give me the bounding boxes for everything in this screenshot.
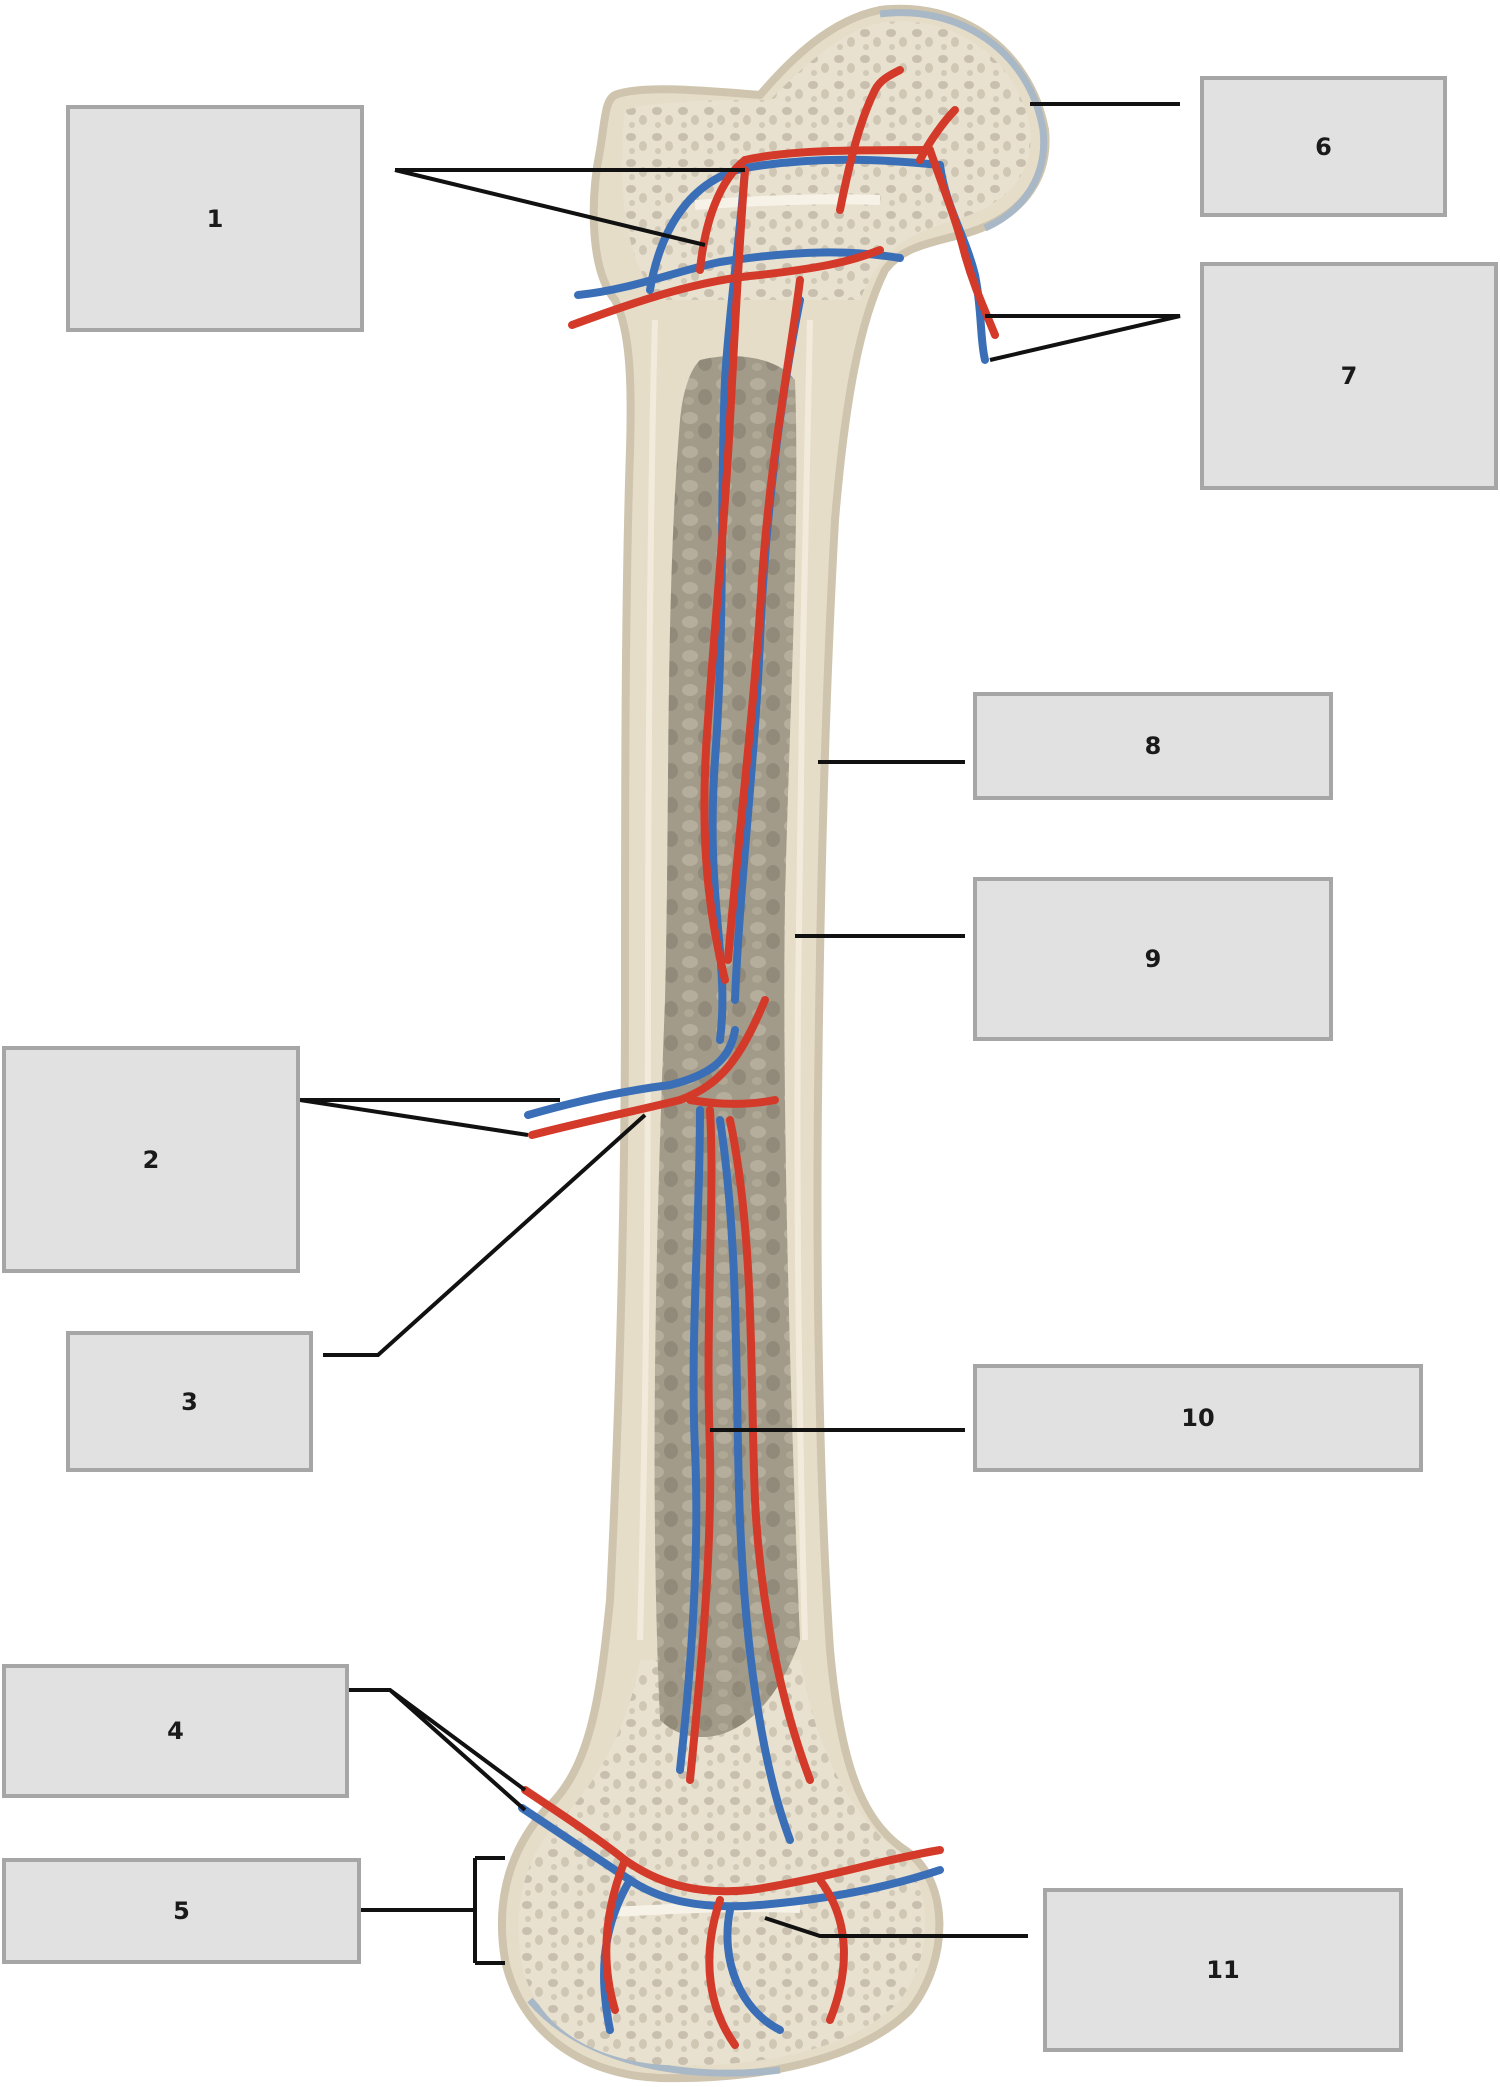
- vein-distal-3: [756, 1866, 944, 1909]
- leader-line-5: [361, 1856, 505, 1965]
- artery-proximal-3: [926, 146, 999, 339]
- artery-shaft-1: [700, 166, 749, 984]
- leader-line-3: [323, 1113, 647, 1357]
- leader-line-1: [394, 168, 745, 247]
- artery-branch-top-1: [836, 66, 904, 214]
- artery-distal-2: [602, 1856, 629, 2014]
- label-box-2[interactable]: 2: [2, 1046, 300, 1273]
- vein-shaft-4: [716, 1116, 794, 1844]
- artery-distal-3: [746, 1846, 944, 1894]
- vein-nutrient: [524, 1026, 739, 1119]
- label-box-6[interactable]: 6: [1200, 76, 1447, 217]
- label-number: 8: [1144, 732, 1162, 760]
- artery-distal-4: [705, 1896, 739, 2049]
- vein-distal-4: [723, 1906, 784, 2034]
- label-number: 9: [1144, 945, 1162, 973]
- label-number: 4: [167, 1717, 184, 1745]
- artery-shaft-2: [724, 276, 804, 964]
- leader-line-2: [299, 1098, 560, 1137]
- arteries: [521, 66, 999, 2049]
- artery-shaft-4: [726, 1116, 814, 1784]
- label-box-5[interactable]: 5: [2, 1858, 361, 1964]
- label-box-9[interactable]: 9: [973, 877, 1333, 1041]
- epiphyseal-line-proximal: [694, 194, 881, 210]
- artery-branch-top-2: [916, 106, 959, 164]
- label-number: 2: [142, 1145, 160, 1174]
- label-box-1[interactable]: 1: [66, 105, 364, 332]
- label-box-3[interactable]: 3: [66, 1331, 313, 1472]
- label-box-11[interactable]: 11: [1043, 1888, 1403, 2052]
- compact-bone-inner-right: [794, 319, 813, 1641]
- artery-proximal-2: [696, 146, 934, 274]
- label-number: 1: [206, 204, 224, 233]
- label-box-4[interactable]: 4: [2, 1664, 349, 1798]
- periosteum: [879, 9, 1048, 232]
- label-number: 5: [173, 1897, 190, 1925]
- label-box-7[interactable]: 7: [1200, 262, 1498, 490]
- leader-line-11: [764, 1916, 1028, 1938]
- label-number: 6: [1315, 132, 1332, 161]
- vein-shaft-3: [676, 1106, 704, 1774]
- spongy-bone-distal: [518, 1660, 926, 2066]
- artery-distal-5: [816, 1876, 848, 2024]
- label-number: 10: [1181, 1404, 1215, 1432]
- label-box-8[interactable]: 8: [973, 692, 1333, 800]
- artery-nutrient-branch: [686, 1096, 779, 1108]
- periosteum-distal: [527, 1997, 781, 2077]
- compact-bone-inner: [637, 319, 658, 1641]
- artery-shaft-3: [686, 1106, 716, 1784]
- leader-lines: [299, 102, 1181, 1965]
- label-number: 7: [1340, 362, 1358, 390]
- label-number: 11: [1206, 1956, 1240, 1984]
- artery-proximal-1: [568, 246, 884, 329]
- label-box-10[interactable]: 10: [973, 1364, 1423, 1472]
- vein-proximal-1: [574, 248, 904, 299]
- artery-nutrient: [528, 996, 769, 1139]
- label-number: 3: [181, 1387, 198, 1416]
- leader-line-7: [985, 314, 1181, 362]
- leader-line-4: [349, 1688, 527, 1812]
